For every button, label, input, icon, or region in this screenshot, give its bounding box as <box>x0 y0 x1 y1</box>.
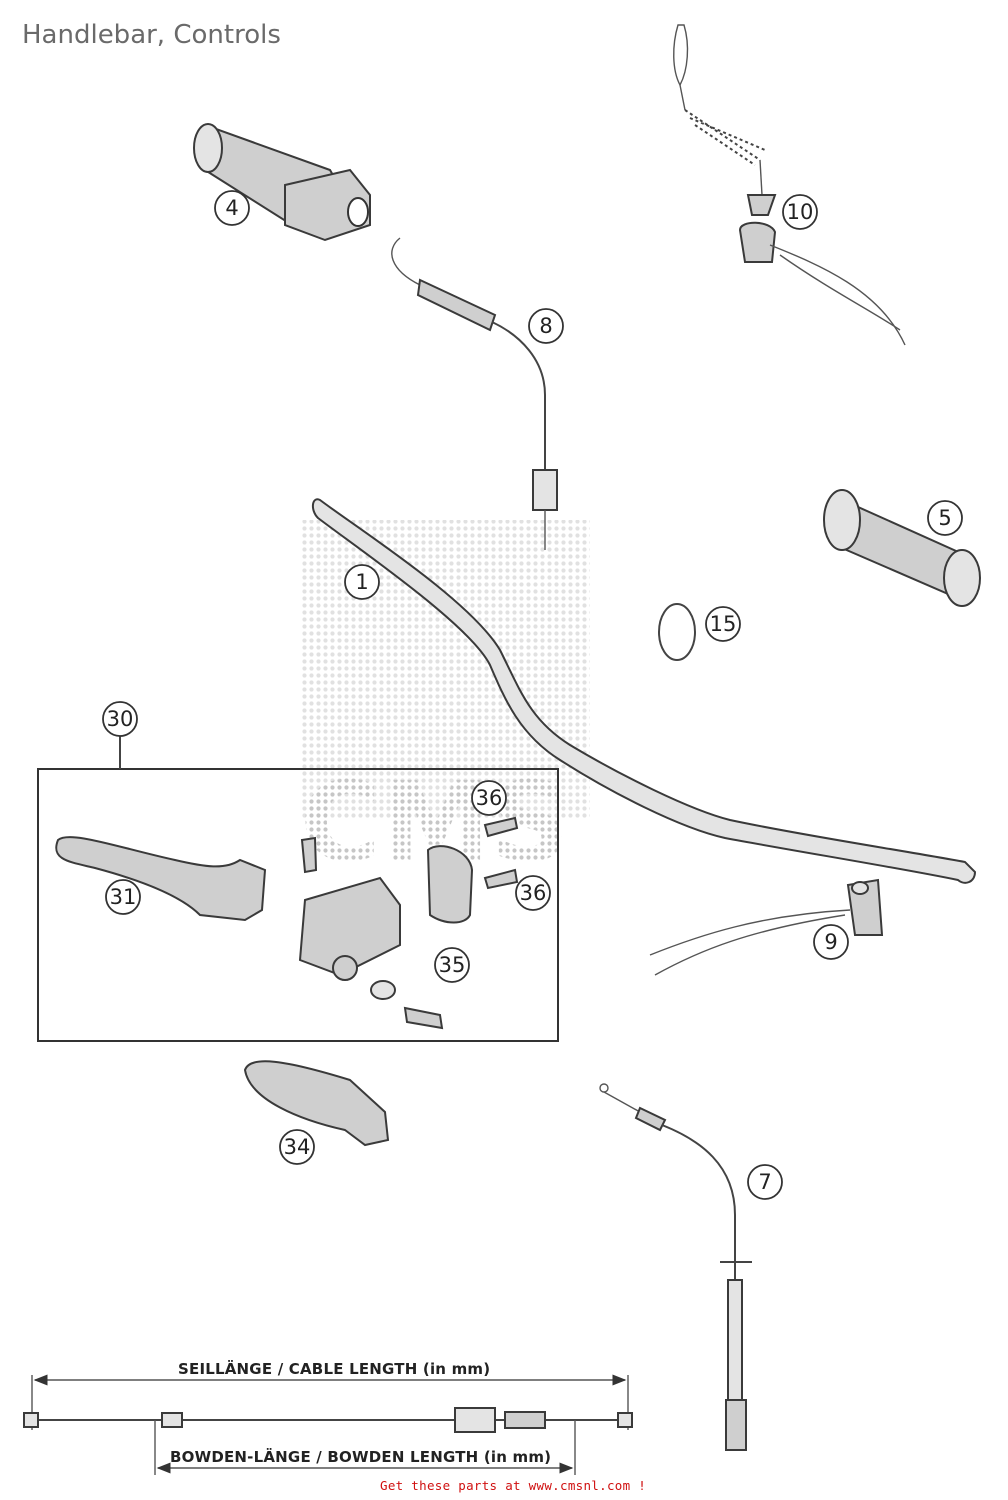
page-title: Handlebar, Controls <box>22 20 281 50</box>
callout-30: 30 <box>102 701 138 737</box>
hot-start-cable <box>649 878 884 976</box>
callout-10: 10 <box>782 194 818 230</box>
callout-number: 35 <box>439 953 466 977</box>
callout-circle <box>344 564 380 600</box>
handlebar <box>312 498 977 884</box>
callout-5: 5 <box>927 500 963 536</box>
left-grip <box>823 489 981 607</box>
callout-34: 34 <box>279 1129 315 1165</box>
callout-circle <box>528 308 564 344</box>
callout-35: 35 <box>434 947 470 983</box>
callout-4: 4 <box>214 190 250 226</box>
callout-36: 36 <box>515 875 551 911</box>
callout-number: 8 <box>539 314 552 338</box>
footer-link-text[interactable]: Get these parts at www.cmsnl.com ! <box>380 1478 647 1493</box>
clutch-lever <box>55 836 267 922</box>
callout-number: 31 <box>110 885 137 909</box>
throttle-cable <box>391 237 558 550</box>
cable-length-diagram: SEILLÄNGE / CABLE LENGTH (in mm) BOWDEN-… <box>23 1359 633 1475</box>
callout-circle <box>105 879 141 915</box>
cms-watermark: CMS <box>300 520 590 886</box>
kill-switch-lanyard <box>673 24 906 346</box>
callout-circle <box>747 1164 783 1200</box>
callout-circle <box>813 924 849 960</box>
callout-number: 10 <box>787 200 814 224</box>
cable-length-label: SEILLÄNGE / CABLE LENGTH (in mm) <box>178 1359 490 1378</box>
callout-circle <box>434 947 470 983</box>
clutch-lever-assembly-box <box>37 736 559 1042</box>
callout-circle <box>927 500 963 536</box>
callout-circle <box>279 1129 315 1165</box>
wire-clip <box>658 603 696 661</box>
callout-number: 36 <box>520 881 547 905</box>
bowden-length-label: BOWDEN-LÄNGE / BOWDEN LENGTH (in mm) <box>170 1447 551 1466</box>
lever-cover <box>243 1060 390 1147</box>
callout-number: 5 <box>938 506 951 530</box>
lever-bracket <box>298 816 519 1030</box>
callout-circle <box>102 701 138 737</box>
callout-number: 15 <box>710 612 737 636</box>
callout-9: 9 <box>813 924 849 960</box>
callout-number: 34 <box>284 1135 311 1159</box>
callout-circle <box>705 606 741 642</box>
callout-1: 1 <box>344 564 380 600</box>
callout-number: 30 <box>107 707 134 731</box>
callout-labels: 1 4 5 7 8 9 10 15 30 31 34 35 36 36 <box>102 190 963 1200</box>
throttle-grip <box>193 123 371 242</box>
callout-number: 1 <box>355 570 368 594</box>
clutch-cable <box>599 1083 752 1451</box>
callout-31: 31 <box>105 879 141 915</box>
callout-number: 36 <box>476 786 503 810</box>
callout-number: 9 <box>824 930 837 954</box>
callout-number: 7 <box>758 1170 771 1194</box>
callout-circle <box>515 875 551 911</box>
callout-number: 4 <box>225 196 238 220</box>
callout-circle <box>214 190 250 226</box>
callout-7: 7 <box>747 1164 783 1200</box>
callout-circle <box>471 780 507 816</box>
callout-8: 8 <box>528 308 564 344</box>
callout-36: 36 <box>471 780 507 816</box>
callout-15: 15 <box>705 606 741 642</box>
callout-circle <box>782 194 818 230</box>
